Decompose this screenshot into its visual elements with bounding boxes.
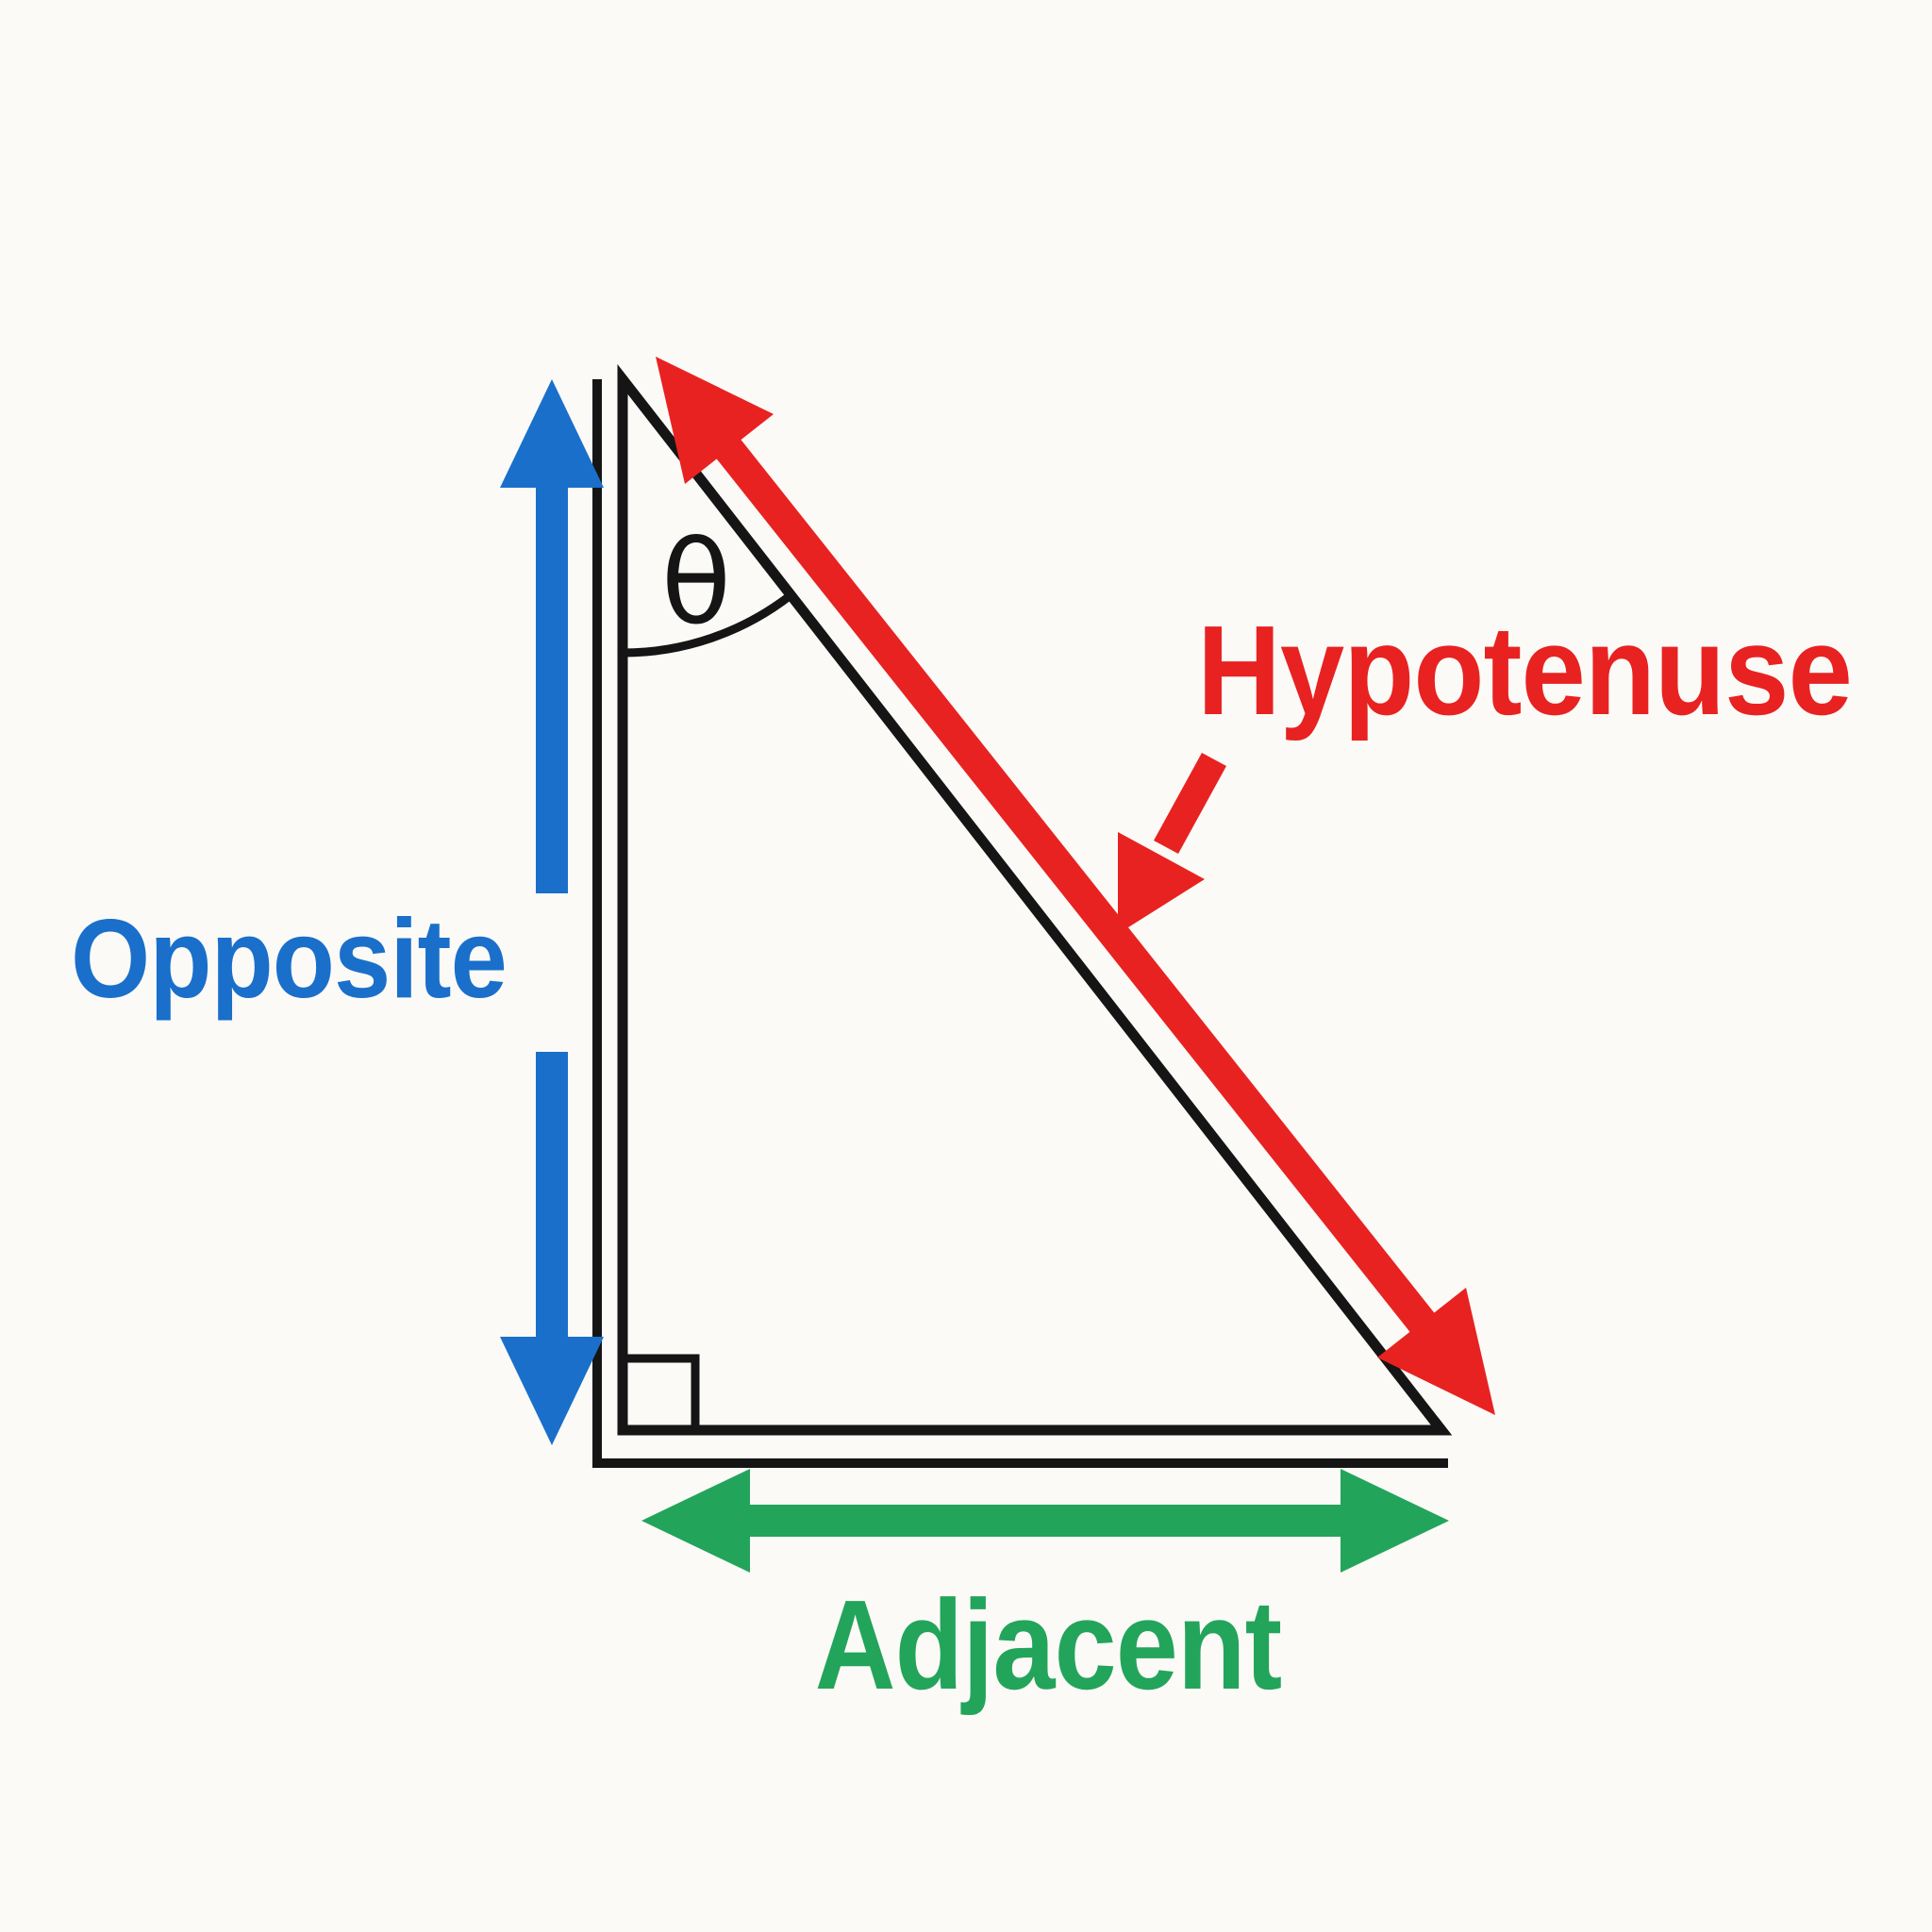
hypotenuse-pointer-head <box>1118 832 1205 934</box>
hypotenuse-label: Hypotenuse <box>1197 600 1852 742</box>
theta-label: θ <box>661 516 732 650</box>
adjacent-arrow-head-left <box>641 1469 750 1573</box>
opposite-arrow-shaft-lower <box>536 1052 568 1349</box>
axis-lines <box>592 379 1448 1468</box>
adjacent-arrow-head-right <box>1341 1469 1449 1573</box>
opposite-arrow-head-top <box>500 379 604 488</box>
hypotenuse-arrow <box>656 357 1495 1415</box>
triangle-outline <box>617 363 1453 1436</box>
adjacent-arrow-shaft <box>742 1505 1352 1537</box>
hypotenuse-arrow-head-bottom <box>1377 1288 1495 1415</box>
adjacent-arrow <box>641 1469 1449 1573</box>
opposite-label: Opposite <box>71 896 507 1022</box>
opposite-arrow-shaft-upper <box>536 478 568 893</box>
hypotenuse-pointer-arrow <box>1118 753 1226 934</box>
hypotenuse-arrow-shaft <box>710 432 1441 1340</box>
right-angle-marker <box>623 1354 700 1430</box>
opposite-arrow <box>500 379 604 1445</box>
hypotenuse-arrow-head-top <box>656 357 774 484</box>
theta-arc <box>622 591 793 658</box>
hypotenuse-pointer-shaft <box>1154 753 1226 854</box>
adjacent-label: Adjacent <box>815 1574 1282 1716</box>
opposite-arrow-head-bottom <box>500 1337 604 1445</box>
